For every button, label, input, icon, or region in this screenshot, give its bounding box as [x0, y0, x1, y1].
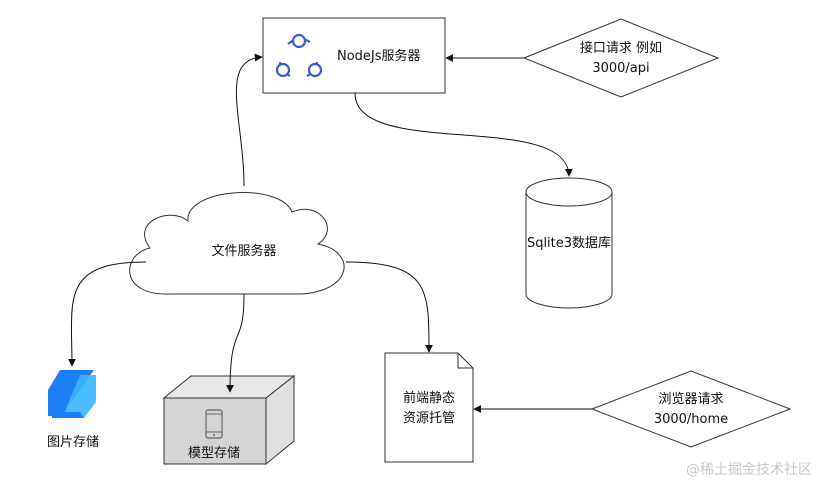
edge-nodejs-to-sqlite: [354, 92, 573, 177]
sqlite-database-label: Sqlite3数据库: [527, 235, 611, 251]
nodejs-server-label: NodeJs服务器: [337, 48, 421, 64]
api-request-label-line2: 3000/api: [592, 61, 649, 76]
edge-fileserver-to-model: [226, 293, 245, 393]
model-storage-node: 模型存储: [162, 374, 296, 466]
browser-request-label-line1: 浏览器请求: [658, 391, 723, 407]
static-hosting-label-line2: 资源托管: [403, 411, 455, 426]
nodejs-share-icon: [275, 33, 323, 78]
image-storage-node: 图片存储: [47, 370, 99, 450]
sqlite-database-node: Sqlite3数据库: [525, 177, 613, 309]
edge-fileserver-to-nodejs: [235, 53, 263, 187]
watermark-text: @稀土掘金技术社区: [686, 462, 812, 478]
static-hosting-label-line1: 前端静态: [403, 390, 455, 406]
model-storage-label: 模型存储: [188, 446, 240, 461]
browser-request-label-line2: 3000/home: [654, 412, 728, 427]
browser-request-node: 浏览器请求 3000/home: [590, 370, 792, 448]
nodejs-server-node: NodeJs服务器: [262, 17, 446, 94]
static-hosting-node: 前端静态 资源托管: [384, 352, 474, 463]
image-storage-logo-icon: [48, 370, 96, 418]
api-request-node: 接口请求 例如 3000/api: [522, 18, 720, 98]
mobile-device-icon: [205, 409, 223, 439]
api-request-label-line1: 接口请求 例如: [580, 40, 662, 56]
file-server-label: 文件服务器: [211, 243, 276, 259]
image-storage-label: 图片存储: [47, 435, 99, 450]
edge-fileserver-to-static: [345, 261, 434, 353]
file-server-cloud-node: 文件服务器: [129, 192, 345, 295]
edge-fileserver-to-image: [67, 261, 147, 367]
